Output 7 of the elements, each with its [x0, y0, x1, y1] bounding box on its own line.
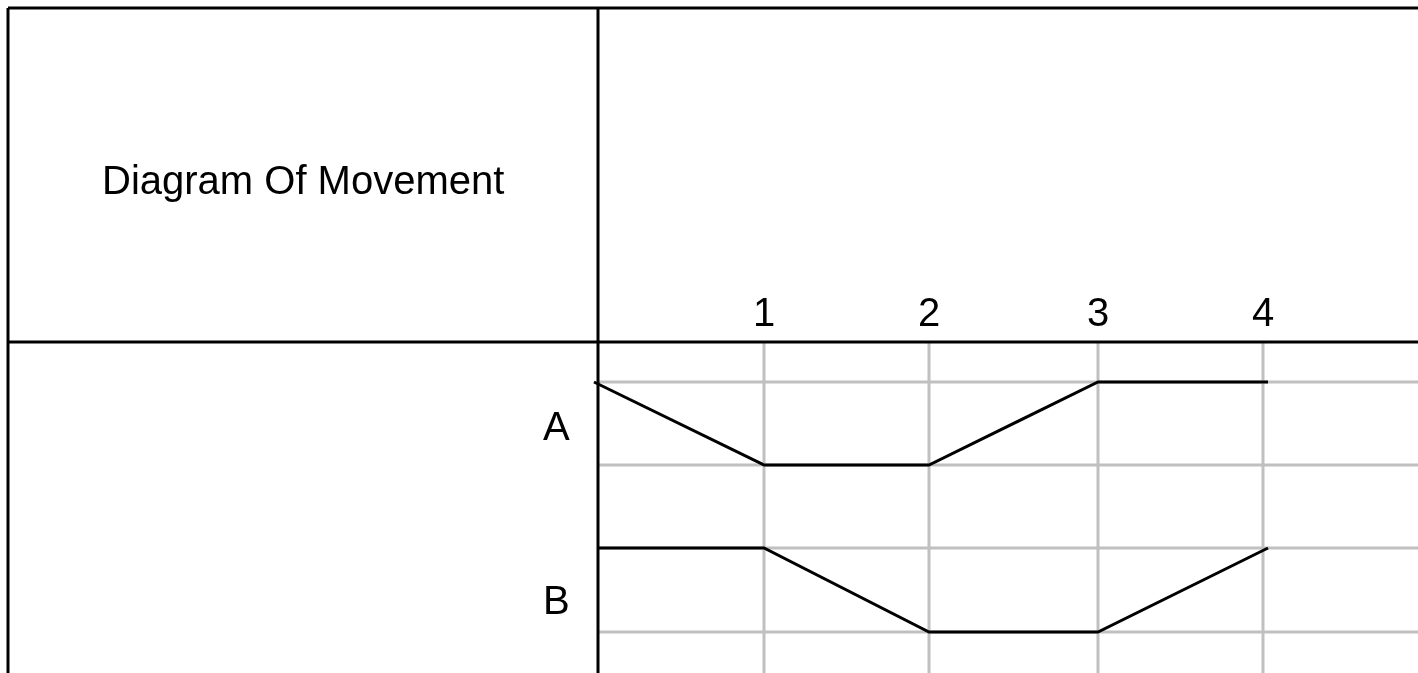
- step-number: 2: [918, 292, 941, 332]
- step-number: 1: [753, 292, 776, 332]
- heading: Diagram Of Movement: [102, 160, 505, 200]
- row-label: A: [543, 406, 570, 446]
- row-label: B: [543, 580, 570, 620]
- step-number: 4: [1252, 292, 1275, 332]
- step-number: 3: [1087, 292, 1110, 332]
